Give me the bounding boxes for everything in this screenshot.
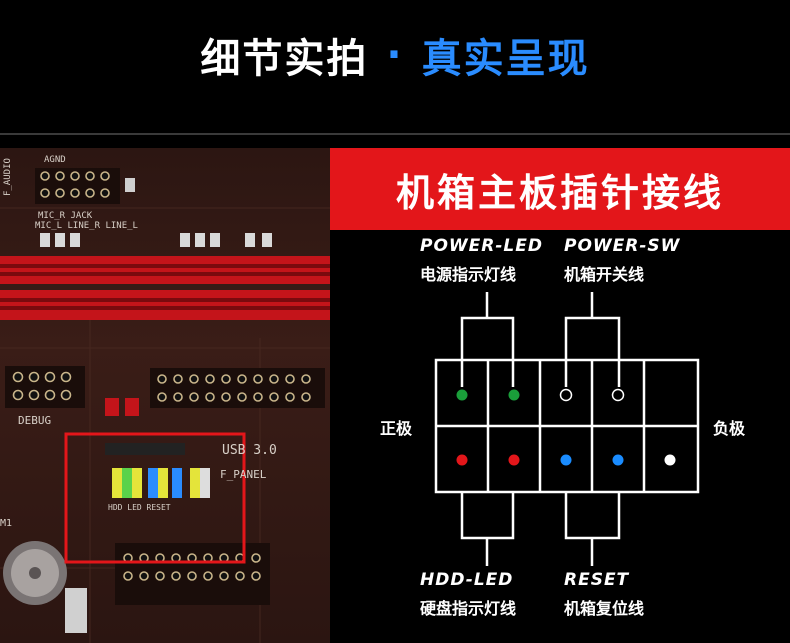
pin-grid — [434, 292, 700, 566]
header-left-text: 细节实拍 — [200, 36, 369, 82]
header-right-text: 真实呈现 — [421, 36, 590, 82]
top-pin-3 — [559, 388, 573, 402]
bottom-pin-4 — [612, 454, 624, 466]
label-agnd: AGND — [44, 155, 66, 165]
label-panel: F_PANEL — [220, 468, 267, 481]
motherboard-photo: AGND F_AUDIO MIC_R JACK MIC_L LINE_R LIN… — [0, 148, 330, 643]
top-pin-1 — [456, 389, 468, 401]
label-mic-jack: MIC_R JACK — [38, 211, 93, 221]
hdd-led-label: HDD-LED — [420, 570, 514, 590]
bottom-pin-2 — [508, 454, 520, 466]
label-usb: USB 3.0 — [222, 443, 277, 458]
label-m1: M1 — [0, 518, 12, 529]
page-header: 细节实拍 · 真实呈现 — [0, 0, 790, 110]
positive-label: 正极 — [380, 419, 413, 438]
power-led-label: POWER-LED — [420, 236, 543, 256]
negative-label: 负极 — [713, 419, 746, 438]
reset-label: RESET — [564, 570, 630, 590]
top-pin-4 — [611, 388, 625, 402]
bottom-pin-1 — [456, 454, 468, 466]
power-sw-label: POWER-SW — [564, 236, 681, 256]
label-audio: F_AUDIO — [3, 158, 13, 196]
reset-cn-label: 机箱复位线 — [564, 599, 645, 618]
top-pin-2 — [508, 389, 520, 401]
header-dot: · — [386, 32, 404, 78]
power-sw-cn-label: 机箱开关线 — [564, 265, 645, 284]
banner-title: 机箱主板插针接线 — [330, 148, 790, 230]
label-mic-line: MIC_L LINE_R LINE_L — [35, 221, 138, 231]
header-divider — [0, 133, 790, 135]
label-debug: DEBUG — [18, 414, 51, 427]
hdd-led-cn-label: 硬盘指示灯线 — [420, 599, 517, 618]
bottom-pin-3 — [560, 454, 572, 466]
pin-diagram: POWER-LED 电源指示灯线 POWER-SW 机箱开关线 正极 负极 HD… — [330, 230, 790, 643]
motherboard-illustration: AGND F_AUDIO MIC_R JACK MIC_L LINE_R LIN… — [0, 155, 330, 643]
label-hdd-reset: HDD LED RESET — [108, 503, 171, 512]
power-led-cn-label: 电源指示灯线 — [420, 265, 517, 284]
bottom-pin-5 — [664, 454, 676, 466]
